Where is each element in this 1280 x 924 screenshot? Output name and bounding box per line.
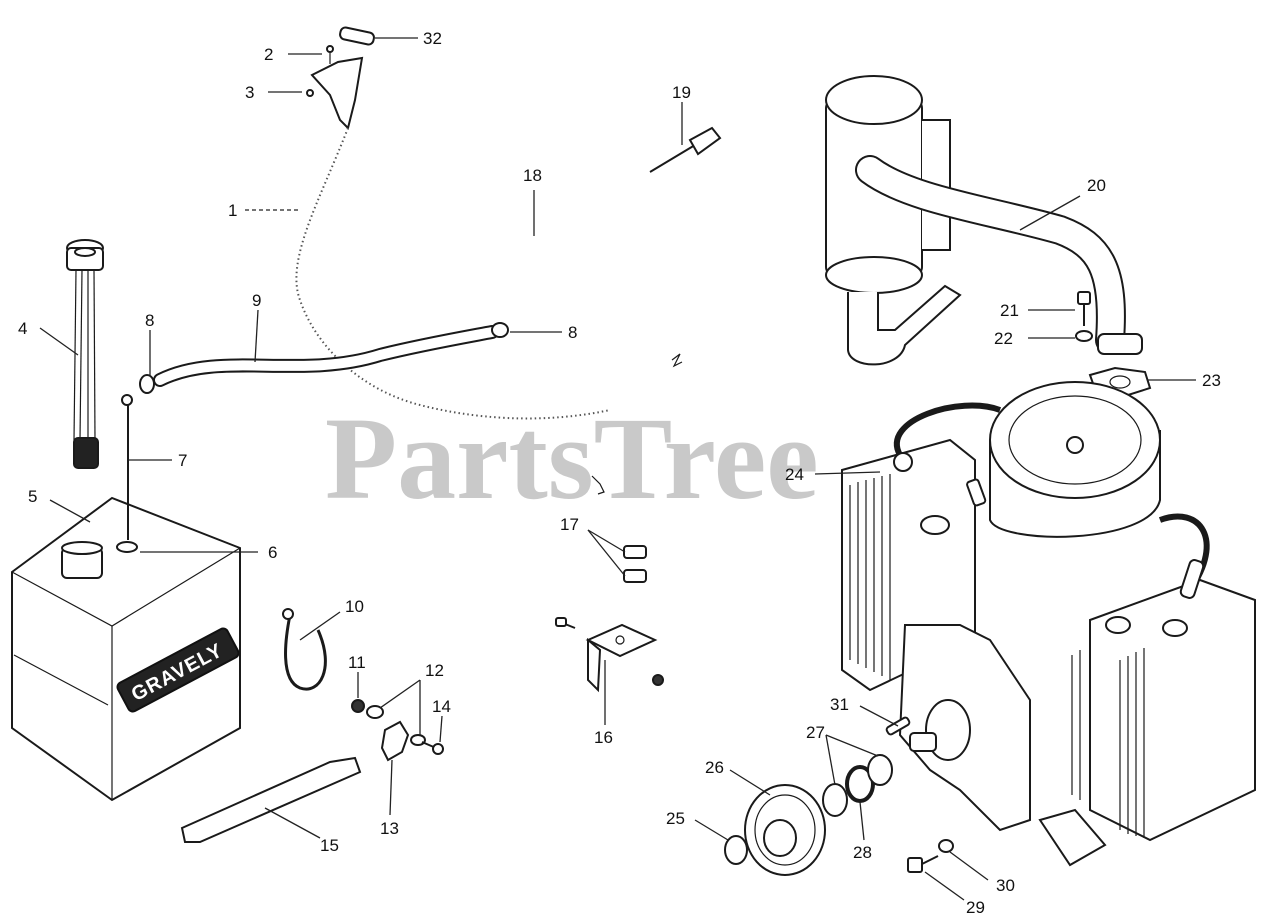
bracket-16[interactable] [555, 617, 664, 693]
clamp-10-hole [282, 608, 294, 620]
throttle-screw-head [326, 45, 334, 53]
bolt-14[interactable] [421, 741, 444, 755]
callout-12: 12 [425, 661, 444, 680]
throttle-control[interactable] [306, 26, 375, 130]
throttle-knob-32 [339, 26, 375, 46]
engine-assembly[interactable] [841, 381, 1256, 867]
fuel-hose[interactable] [139, 322, 509, 394]
exhaust-flange [1097, 333, 1143, 355]
callout-17: 17 [560, 515, 579, 534]
muffler-20[interactable] [825, 75, 1126, 366]
callout-21: 21 [1000, 301, 1019, 320]
callout-14: 14 [432, 697, 451, 716]
callout-15: 15 [320, 836, 339, 855]
callout-31: 31 [830, 695, 849, 714]
callout-13: 13 [380, 819, 399, 838]
watermark-text: PartsTree [325, 393, 819, 524]
callout-5: 5 [28, 487, 37, 506]
callout-2: 2 [264, 45, 273, 64]
callout-26: 26 [705, 758, 724, 777]
callout-10: 10 [345, 597, 364, 616]
seal-28[interactable] [845, 765, 875, 803]
callout-24: 24 [785, 465, 804, 484]
ring-27b[interactable] [867, 754, 893, 786]
callout-27: 27 [806, 723, 825, 742]
callout-8-right: 8 [568, 323, 577, 342]
clip-small [671, 353, 683, 368]
callout-4: 4 [18, 319, 27, 338]
callout-30: 30 [996, 876, 1015, 895]
callout-3: 3 [245, 83, 254, 102]
throttle-nut-3 [306, 89, 314, 97]
callout-18: 18 [523, 166, 542, 185]
leader-lines [39, 37, 1196, 901]
callout-32: 32 [423, 29, 442, 48]
callout-6: 6 [268, 543, 277, 562]
throttle-cable-1 [295, 127, 611, 420]
clamp-10[interactable] [284, 614, 327, 691]
guard-strip-15[interactable] [180, 756, 362, 843]
callout-28: 28 [853, 843, 872, 862]
bolt-29[interactable] [907, 855, 939, 873]
washer-12b[interactable] [410, 734, 426, 746]
washer-12[interactable] [366, 705, 384, 719]
washer-22[interactable] [1075, 330, 1093, 342]
callout-1: 1 [228, 201, 237, 220]
dipstick-19[interactable] [649, 126, 722, 173]
gear-26[interactable] [744, 784, 826, 876]
throttle-bracket [310, 56, 364, 130]
ring-27a[interactable] [822, 783, 848, 817]
ring-25[interactable] [724, 835, 748, 865]
callout-29: 29 [966, 898, 985, 917]
fuel-line-assembly[interactable] [116, 394, 138, 553]
washer-30[interactable] [938, 839, 954, 853]
spring-clip [591, 475, 605, 495]
callout-25: 25 [666, 809, 685, 828]
callout-labels: 32 2 3 1 4 5 6 7 8 8 9 10 11 12 13 14 15… [18, 29, 1221, 917]
callout-7: 7 [178, 451, 187, 470]
callout-19: 19 [672, 83, 691, 102]
nut-11[interactable] [351, 699, 365, 713]
callout-9: 9 [252, 291, 261, 310]
callout-23: 23 [1202, 371, 1221, 390]
callout-8-left: 8 [145, 311, 154, 330]
clip-13[interactable] [380, 720, 410, 762]
bolt-21[interactable] [1077, 291, 1091, 326]
callout-11: 11 [348, 653, 366, 672]
callout-20: 20 [1087, 176, 1106, 195]
callout-16: 16 [594, 728, 613, 747]
fuel-tank[interactable]: GRAVELY [11, 496, 241, 802]
fuel-sender[interactable] [66, 239, 104, 469]
callout-22: 22 [994, 329, 1013, 348]
clips-17[interactable] [623, 545, 647, 583]
